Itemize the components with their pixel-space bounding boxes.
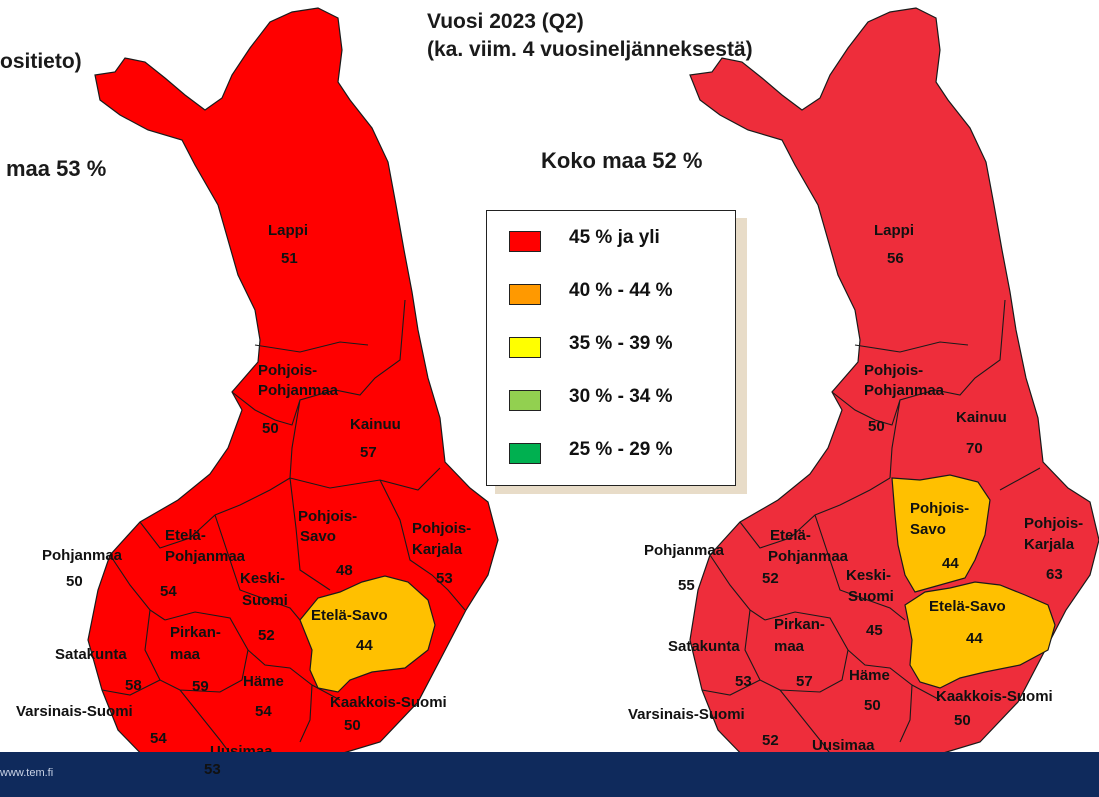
legend-swatch [509,337,541,358]
region-label: Kainuu [350,416,401,433]
legend-item: 35 % - 39 % [487,329,735,369]
region-value: 53 [204,761,221,778]
region-label: Suomi [242,592,288,609]
right-map-shape [689,7,1099,778]
legend: 45 % ja yli 40 % - 44 % 35 % - 39 % 30 % - … [486,210,736,486]
region-value: 45 [866,622,883,639]
legend-swatch [509,284,541,305]
region-value: 50 [868,418,885,435]
region-label: Kaakkois-Suomi [936,688,1053,705]
region-label: Kainuu [956,409,1007,426]
region-value: 56 [887,250,904,267]
region-value: 52 [762,570,779,587]
region-value: 55 [678,577,695,594]
region-label: Savo [910,521,946,538]
region-label: Etelä-Savo [311,607,388,624]
region-label: Pohjois- [298,508,358,525]
region-value: 58 [125,677,142,694]
region-label: Lappi [874,222,914,239]
region-value: 50 [262,420,279,437]
legend-label: 25 % - 29 % [569,439,673,460]
region-label: Pirkan- [170,624,221,641]
chart-title-line2: (ka. viim. 4 vuosineljänneksestä) [427,38,753,61]
region-value: 50 [954,712,971,729]
region-label: Kaakkois-Suomi [330,694,447,711]
region-label: Pohjanmaa [258,382,339,399]
region-label: Pohjois- [258,362,318,379]
region-value: 50 [66,573,83,590]
chart-title-line1: Vuosi 2023 (Q2) [427,10,584,33]
region-label: Pohjois- [412,520,472,537]
region-value: 44 [966,630,983,647]
region-label: Karjala [412,541,463,558]
region-value: 44 [356,637,373,654]
region-label: Satakunta [55,646,127,663]
region-label: Etelä- [770,527,811,544]
region-label: Etelä- [165,527,206,544]
legend-swatch [509,231,541,252]
region-label: maa [774,638,805,655]
region-value: 53 [436,570,453,587]
region-value: 57 [796,673,813,690]
region-label: Pohjanmaa [768,548,849,565]
footer-url: www.tem.fi [0,767,54,779]
region-label: Satakunta [668,638,740,655]
region-label: Pohjois- [864,362,924,379]
region-label: Uusimaa [812,737,875,754]
region-label: Pohjanmaa [165,548,246,565]
region-value: 52 [258,627,275,644]
region-label: Etelä-Savo [929,598,1006,615]
region-label: Karjala [1024,536,1075,553]
region-value: 63 [1046,566,1063,583]
region-label: Suomi [848,588,894,605]
legend-swatch [509,390,541,411]
region-label: Varsinais-Suomi [628,706,745,723]
region-value: 48 [336,562,353,579]
region-value: 54 [255,703,272,720]
region-label: Varsinais-Suomi [16,703,133,720]
legend-item: 40 % - 44 % [487,276,735,316]
region-value: 52 [762,732,779,749]
region-label: Pohjanmaa [42,547,123,564]
footer-bar [0,752,1099,797]
region-label: Lappi [268,222,308,239]
region-label: maa [170,646,201,663]
legend-label: 45 % ja yli [569,227,660,248]
region-label: Pohjois- [1024,515,1084,532]
legend-item: 45 % ja yli [487,223,735,263]
left-national-value: maa 53 % [6,156,107,181]
left-map-shape [87,7,499,778]
legend-item: 25 % - 29 % [487,435,735,475]
region-label: Pohjois- [910,500,970,517]
region-value: 59 [192,678,209,695]
region-value: 70 [966,440,983,457]
region-label: Keski- [240,570,286,587]
legend-label: 40 % - 44 % [569,280,673,301]
region-label: Häme [243,673,284,690]
legend-swatch [509,443,541,464]
region-label: Pirkan- [774,616,825,633]
region-label: Keski- [846,567,892,584]
region-label: Pohjanmaa [644,542,725,559]
region-value: 53 [735,673,752,690]
legend-label: 30 % - 34 % [569,386,673,407]
legend-item: 30 % - 34 % [487,382,735,422]
region-value: 54 [150,730,167,747]
region-label: Häme [849,667,890,684]
legend-label: 35 % - 39 % [569,333,673,354]
region-value: 54 [160,583,177,600]
region-value: 44 [942,555,959,572]
region-value: 50 [344,717,361,734]
right-national-value: Koko maa 52 % [541,148,703,173]
region-value: 57 [360,444,377,461]
region-label: Pohjanmaa [864,382,945,399]
left-subtitle-fragment: ositieto) [0,50,82,73]
region-value: 50 [864,697,881,714]
region-label: Savo [300,528,336,545]
region-value: 51 [281,250,298,267]
